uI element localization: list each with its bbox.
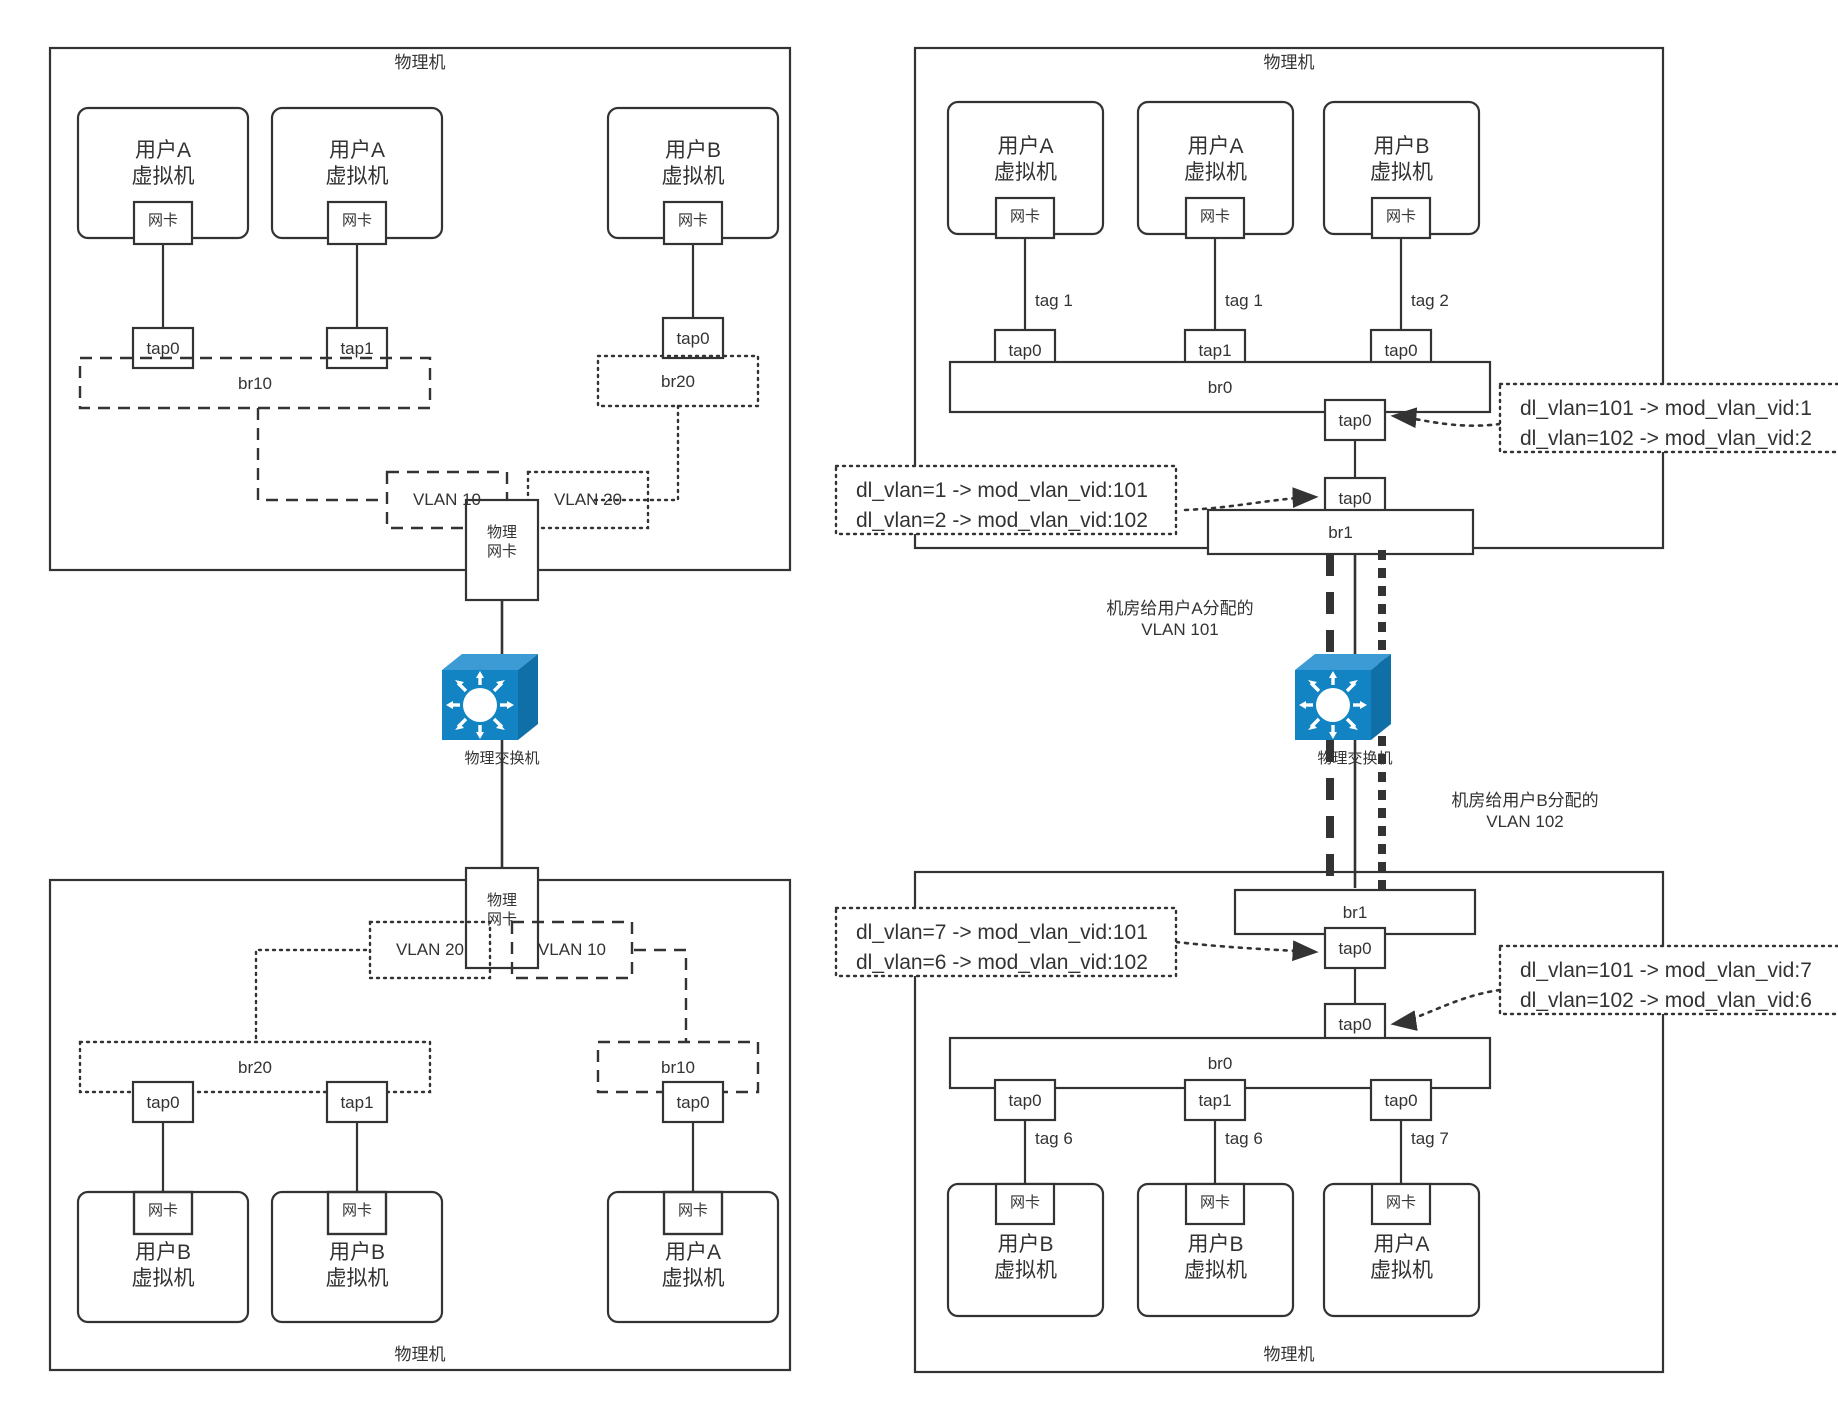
nic-label-tr-1: 网卡 bbox=[1009, 208, 1040, 225]
bridge-label-br1-br: br1 bbox=[1342, 903, 1368, 922]
bridge-label-br0-br: br0 bbox=[1207, 1054, 1233, 1073]
flow-rule-box-br-right: dl_vlan=101 -> mod_vlan_vid:7 dl_vlan=10… bbox=[1520, 959, 1812, 1013]
phys-nic-label-top-left: 物理 网卡 bbox=[486, 524, 517, 560]
panel-top-right bbox=[834, 46, 1838, 556]
tap-label-bl-2: tap1 bbox=[340, 1093, 374, 1112]
tap-label-tl-2: tap1 bbox=[340, 339, 374, 358]
panel-bottom-right bbox=[834, 870, 1838, 1374]
vm-name-tl-2: 用户A 虚拟机 bbox=[325, 139, 389, 189]
right-switch-label: 物理交换机 bbox=[1317, 750, 1393, 767]
tap-label-br-2: tap1 bbox=[1198, 1091, 1232, 1110]
tap-label-tr-1: tap0 bbox=[1008, 341, 1042, 360]
nic-label-tr-3: 网卡 bbox=[1385, 208, 1416, 225]
flow-rule-box-br-left: dl_vlan=7 -> mod_vlan_vid:101 dl_vlan=6 … bbox=[856, 921, 1148, 975]
panel-bottom-left bbox=[48, 866, 792, 1372]
nic-label-tr-2: 网卡 bbox=[1199, 208, 1230, 225]
tap-label-bl-1: tap0 bbox=[146, 1093, 180, 1112]
vm-name-bl-3: 用户A 虚拟机 bbox=[661, 1241, 725, 1291]
vm-name-tl-1: 用户A 虚拟机 bbox=[131, 139, 195, 189]
trunk-label-vlan-101: 机房给用户A分配的 VLAN 101 bbox=[1106, 599, 1254, 640]
vm-name-br-3: 用户A 虚拟机 bbox=[1370, 1233, 1433, 1283]
flow-rule-box-tr-right: dl_vlan=101 -> mod_vlan_vid:1 dl_vlan=10… bbox=[1520, 397, 1812, 451]
host-label-bottom-right: 物理机 bbox=[1263, 1345, 1315, 1364]
vm-name-br-1: 用户B 虚拟机 bbox=[994, 1233, 1057, 1283]
tap-label-tr-2: tap1 bbox=[1198, 341, 1232, 360]
bridge-label-br10-bl: br10 bbox=[660, 1058, 696, 1077]
vm-name-br-2: 用户B 虚拟机 bbox=[1184, 1233, 1247, 1283]
tap-label-bl-3: tap0 bbox=[676, 1093, 710, 1112]
vm-name-tl-3: 用户B 虚拟机 bbox=[661, 139, 725, 189]
nic-label-tl-3: 网卡 bbox=[677, 212, 708, 229]
host-label-top-right: 物理机 bbox=[1263, 53, 1315, 72]
bridge-label-br10-tl: br10 bbox=[237, 374, 273, 393]
host-label-bottom-left: 物理机 bbox=[394, 1345, 446, 1364]
vlan-label-bl-10: VLAN 10 bbox=[537, 940, 607, 959]
flow-rule-box-tr-left: dl_vlan=1 -> mod_vlan_vid:101 dl_vlan=2 … bbox=[856, 479, 1148, 533]
host-label-top-left: 物理机 bbox=[394, 53, 446, 72]
patch-tap-lower-tr: tap0 bbox=[1338, 489, 1372, 508]
nic-label-bl-1: 网卡 bbox=[147, 1202, 178, 1219]
bridge-label-br1-tr: br1 bbox=[1328, 523, 1353, 542]
vm-name-bl-1: 用户B 虚拟机 bbox=[131, 1241, 195, 1291]
tap-label-tl-1: tap0 bbox=[146, 339, 180, 358]
vm-name-bl-2: 用户B 虚拟机 bbox=[325, 1241, 389, 1291]
bridge-label-br20-tl: br20 bbox=[660, 372, 696, 391]
trunk-label-vlan-102: 机房给用户B分配的 VLAN 102 bbox=[1451, 791, 1599, 832]
tag-label-br-1: tag 6 bbox=[1035, 1129, 1073, 1148]
nic-label-br-2: 网卡 bbox=[1199, 1194, 1230, 1211]
nic-label-tl-2: 网卡 bbox=[341, 212, 372, 229]
vlan-label-tl-20: VLAN 20 bbox=[553, 490, 623, 509]
phys-nic-label-bottom-left: 物理 网卡 bbox=[486, 892, 517, 928]
left-switch-label: 物理交换机 bbox=[464, 750, 540, 767]
bridge-label-br0-tr: br0 bbox=[1207, 378, 1233, 397]
tap-label-tr-3: tap0 bbox=[1384, 341, 1418, 360]
tag-label-br-2: tag 6 bbox=[1225, 1129, 1263, 1148]
nic-label-bl-3: 网卡 bbox=[677, 1202, 708, 1219]
vm-name-tr-2: 用户A 虚拟机 bbox=[1184, 135, 1247, 185]
tag-label-br-3: tag 7 bbox=[1411, 1129, 1449, 1148]
vm-name-tr-3: 用户B 虚拟机 bbox=[1370, 135, 1433, 185]
nic-label-bl-2: 网卡 bbox=[341, 1202, 372, 1219]
nic-label-br-1: 网卡 bbox=[1009, 1194, 1040, 1211]
patch-tap-lower-br: tap0 bbox=[1338, 1015, 1372, 1034]
tap-label-tl-3: tap0 bbox=[676, 329, 710, 348]
bridge-label-br20-bl: br20 bbox=[237, 1058, 273, 1077]
nic-label-br-3: 网卡 bbox=[1385, 1194, 1416, 1211]
tag-label-tr-3: tag 2 bbox=[1411, 291, 1449, 310]
vlan-label-tl-10: VLAN 10 bbox=[412, 490, 482, 509]
nic-label-tl-1: 网卡 bbox=[147, 212, 178, 229]
vlan-label-bl-20: VLAN 20 bbox=[395, 940, 465, 959]
tag-label-tr-1: tag 1 bbox=[1035, 291, 1073, 310]
tap-label-br-1: tap0 bbox=[1008, 1091, 1042, 1110]
tap-label-br-3: tap0 bbox=[1384, 1091, 1418, 1110]
tag-label-tr-2: tag 1 bbox=[1225, 291, 1263, 310]
patch-tap-upper-br: tap0 bbox=[1338, 939, 1372, 958]
patch-tap-upper-tr: tap0 bbox=[1338, 411, 1372, 430]
panel-top-left bbox=[48, 46, 792, 664]
vm-name-tr-1: 用户A 虚拟机 bbox=[994, 135, 1057, 185]
